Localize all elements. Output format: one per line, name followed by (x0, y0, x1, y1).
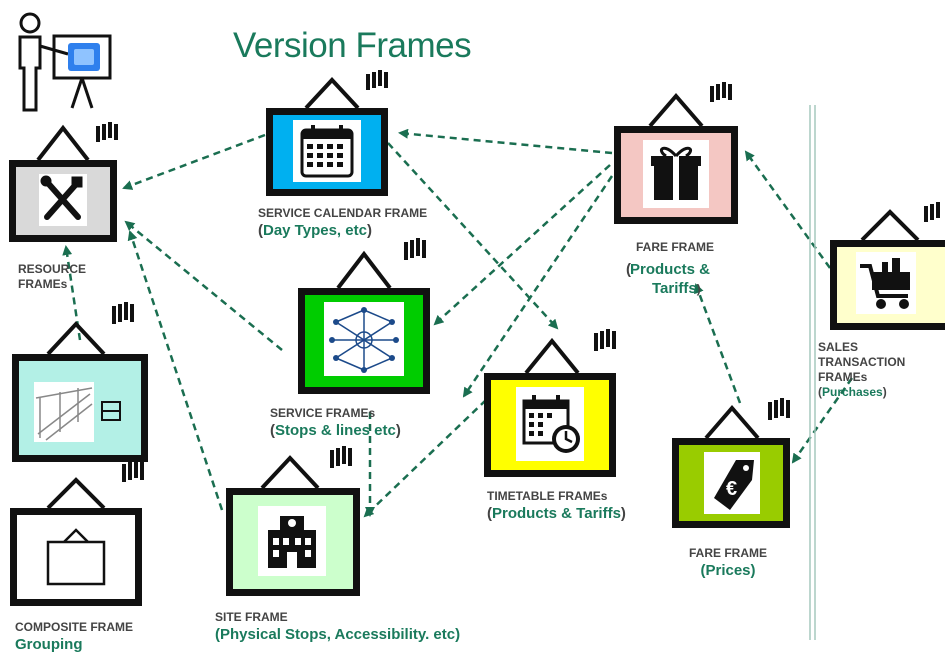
service-frame-caption: SERVICE FRAMEs (Stops & lines etc) (270, 406, 401, 439)
timetable-frame-sub: Products & Tariffs (492, 505, 621, 522)
resource-frame-name-line2: FRAMEs (18, 277, 68, 291)
fare-frame-products-caption: FARE FRAME (636, 240, 714, 255)
composite-frame-sub: Grouping (15, 636, 83, 653)
arrow-calendar-to-resource (122, 133, 266, 190)
arrow-service-to-resource (124, 220, 283, 351)
arrow-prices-to-fare (694, 283, 742, 404)
service-calendar-frame[interactable] (262, 70, 412, 198)
site-frame[interactable] (222, 444, 372, 600)
railway-track-icon (35, 387, 93, 441)
resource-frame[interactable] (2, 120, 124, 246)
fare-frame-products[interactable] (606, 82, 756, 226)
arrow-fare-to-calendar (398, 128, 613, 155)
resource-frame-name-line1: RESOURCE (18, 262, 87, 276)
infrastructure-frame[interactable] (6, 302, 156, 464)
timetable-frame[interactable] (482, 325, 642, 481)
price-tag-icon: € (714, 460, 754, 510)
fare-frame-products-sub: Products & Tariffs) (630, 261, 711, 297)
service-calendar-caption: SERVICE CALENDAR FRAME (Day Types, etc) (258, 206, 427, 240)
composite-frame-name: COMPOSITE FRAME (15, 620, 134, 634)
resource-frame-caption: RESOURCE FRAMEs (18, 262, 86, 292)
site-frame-sub: (Physical Stops, Accessibility. etc) (215, 626, 461, 643)
sales-transaction-frame[interactable] (826, 200, 945, 330)
presenter-icon (18, 12, 112, 112)
service-calendar-sub: (Day Types, etc) (258, 222, 372, 239)
sales-transaction-name-line3: FRAMEs (818, 370, 868, 384)
fare-frame-prices[interactable]: € (670, 398, 800, 538)
arrow-fare-to-service (433, 164, 611, 326)
service-frame-name: SERVICE FRAMEs (270, 406, 376, 420)
sales-transaction-sub: Purchases (822, 385, 883, 399)
composite-frame[interactable] (4, 460, 164, 610)
arrow-sales-to-prices (791, 377, 854, 464)
signal-icon (101, 401, 121, 421)
gift-icon (651, 146, 701, 200)
network-icon (329, 307, 399, 373)
timetable-frame-caption: TIMETABLE FRAMEs (Products & Tariffs) (487, 489, 626, 522)
service-frame[interactable] (296, 230, 454, 398)
fare-frame-products-sub-line1: Products & (630, 261, 711, 278)
fare-frame-prices-name: FARE FRAME (689, 546, 767, 560)
fare-frame-prices-sub: (Prices) (700, 562, 756, 579)
site-frame-caption: SITE FRAME (Physical Stops, Accessibilit… (215, 610, 460, 644)
tools-icon (40, 175, 83, 220)
arrow-timetable-to-site (363, 399, 487, 518)
frame-icon (46, 528, 106, 586)
fare-frame-products-name: FARE FRAME (636, 240, 714, 254)
sales-transaction-caption: SALES TRANSACTION FRAMEs (Purchases) (818, 340, 906, 399)
timetable-clock-icon (522, 395, 580, 453)
fare-frame-prices-caption: FARE FRAME (Prices) (680, 546, 776, 580)
building-icon (268, 516, 316, 568)
site-frame-name: SITE FRAME (215, 610, 288, 624)
svg-text:€: € (726, 478, 737, 500)
arrow-calendar-to-timetable (387, 142, 559, 330)
service-frame-sub: Stops & lines etc (275, 422, 396, 439)
sales-transaction-name-line1: SALES (818, 340, 859, 354)
arrow-fare-to-site (462, 175, 614, 398)
page-title: Version Frames (233, 26, 472, 65)
timetable-frame-name: TIMETABLE FRAMEs (487, 489, 608, 503)
shopping-cart-icon (860, 258, 910, 309)
calendar-icon (300, 125, 354, 178)
service-calendar-name: SERVICE CALENDAR FRAME (258, 206, 428, 220)
sales-transaction-name-line2: TRANSACTION (818, 355, 906, 369)
arrow-sales-to-fare (744, 150, 832, 269)
composite-frame-caption: COMPOSITE FRAME Grouping (15, 620, 133, 654)
fare-frame-products-sub-line2: Tariffs (652, 280, 697, 297)
arrow-site-to-resource (127, 230, 224, 511)
